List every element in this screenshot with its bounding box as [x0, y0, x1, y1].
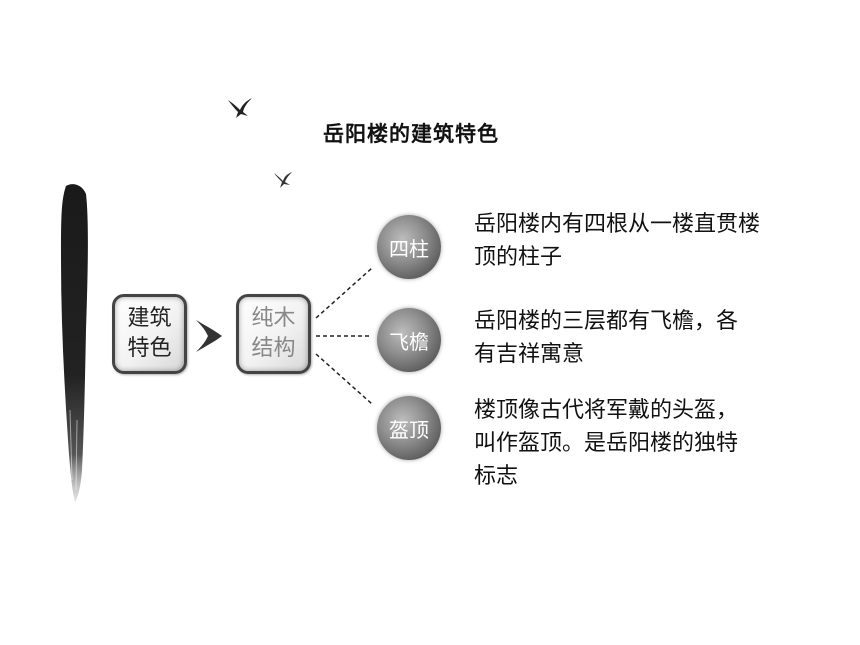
description-line: 叫作盔顶。是岳阳楼的独特 — [474, 431, 739, 456]
root-node-line1: 建筑 — [127, 306, 172, 331]
description-line: 楼顶像古代将军戴的头盔， — [474, 398, 739, 423]
mid-node-line1: 纯木 — [251, 306, 296, 331]
leaf-description: 楼顶像古代将军戴的头盔， 叫作盔顶。是岳阳楼的独特 标志 — [474, 394, 854, 493]
description-line: 顶的柱子 — [474, 245, 563, 270]
leaf-node-label: 盔顶 — [389, 417, 429, 442]
description-line: 岳阳楼内有四根从一楼直贯楼 — [474, 212, 761, 237]
description-line: 有吉祥寓意 — [474, 342, 585, 367]
ink-brush-stroke — [61, 184, 88, 502]
chevron-right-icon — [196, 320, 222, 352]
leaf-description: 岳阳楼的三层都有飞檐，各 有吉祥寓意 — [474, 305, 854, 371]
leaf-node-circle: 四柱 — [377, 215, 441, 279]
leaf-node-label: 四柱 — [389, 236, 429, 261]
leaf-description: 岳阳楼内有四根从一楼直贯楼 顶的柱子 — [474, 208, 854, 274]
description-line: 标志 — [474, 464, 519, 489]
mid-node-box: 纯木 结构 — [236, 294, 311, 374]
swallow-bird-icon — [274, 172, 292, 188]
root-node-line2: 特色 — [127, 336, 172, 361]
leaf-node-label: 飞檐 — [389, 329, 429, 354]
leaf-node-circle: 盔顶 — [377, 396, 441, 460]
description-line: 岳阳楼的三层都有飞檐，各 — [474, 309, 739, 334]
leaf-node-circle: 飞檐 — [377, 308, 441, 372]
mid-node-line2: 结构 — [251, 336, 296, 361]
root-node-box: 建筑 特色 — [112, 294, 187, 374]
swallow-bird-icon — [228, 98, 252, 118]
page-title: 岳阳楼的建筑特色 — [323, 122, 499, 146]
